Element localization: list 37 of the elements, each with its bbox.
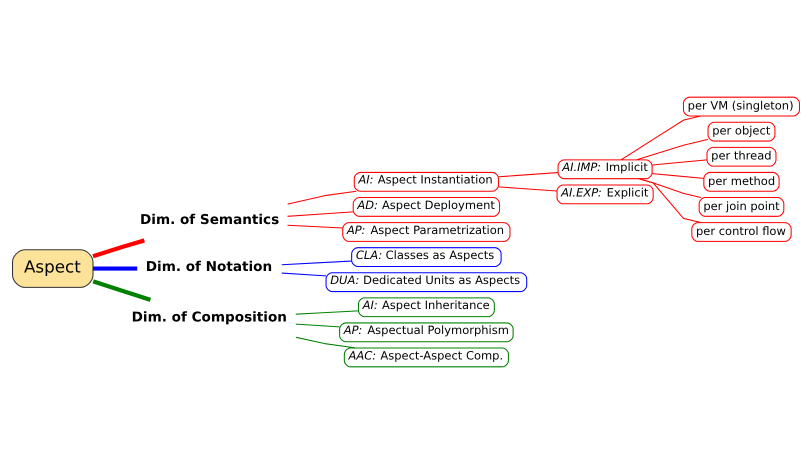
node-box: CLA: Classes as Aspects [351,246,502,267]
connector [282,272,326,276]
connector [287,210,353,216]
node-box: per method [703,171,780,192]
connector [287,224,343,228]
connector [638,178,701,223]
node-box: per object [708,121,776,142]
connector [287,190,356,204]
connector [296,323,340,327]
connector [652,158,707,165]
connector [636,138,708,160]
connector [498,172,558,177]
connector [652,172,704,178]
node-text: Dim. of Composition [132,308,287,325]
node-box: AD: Aspect Deployment [352,196,500,216]
node-box: per control flow [691,222,792,242]
connector [93,266,138,270]
node-box: AI.IMP: Implicit [558,158,653,179]
connector [282,260,352,265]
node-box: AP: Aspect Parametrization [342,222,511,242]
node-box: AI.EXP: Explicit [556,184,654,204]
node-box: AP: Aspectual Polymorphism [339,322,514,342]
connector [498,186,557,192]
connector [620,115,701,160]
connector [92,278,152,302]
node-box: AI: Aspect Instantiation [354,171,500,192]
connector [92,238,145,258]
node-box: Aspect [12,248,94,288]
node-box: per thread [706,146,776,166]
node-box: AI: Aspect Inheritance [358,296,495,317]
connector [296,310,358,314]
node-box: per join point [698,196,784,216]
node-box: DUA: Dedicated Units as Aspects [326,272,528,292]
node-text: Dim. of Semantics [140,212,280,228]
node-text: Dim. of Notation [146,258,272,275]
node-box: per VM (singleton) [682,96,800,116]
node-box: AAC: Aspect-Aspect Comp. [344,346,509,367]
